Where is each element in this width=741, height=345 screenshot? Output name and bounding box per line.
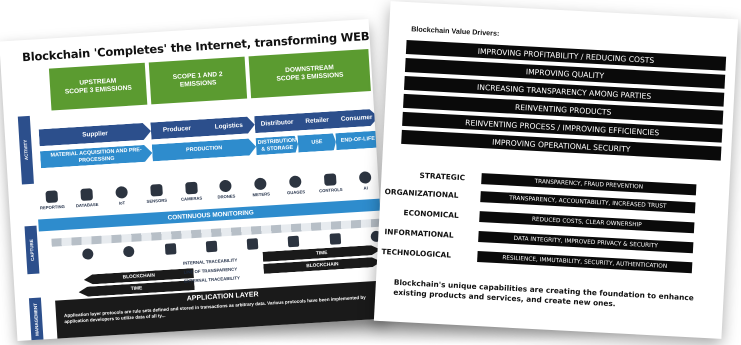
category-value-bar: REDUCED COSTS, CLEAR OWNERSHIP: [479, 211, 695, 234]
cameras-icon: CAMERAS: [178, 181, 205, 202]
truck-icon: [246, 238, 259, 250]
guages-icon: GUAGES: [282, 175, 309, 196]
end-of-life-step: END-OF-LIFE: [335, 131, 380, 151]
category-value-bar: TRANSPARENCY, ACCOUNTABILITY, INCREASED …: [480, 191, 696, 214]
right-value-drivers-page: Blockchain Value Drivers: IMPROVING PROF…: [373, 1, 739, 339]
management-side-label: MANAGEMENT: [28, 297, 44, 342]
controls-icon: CONTROLS: [317, 173, 344, 194]
category-label: ECONOMICAL: [403, 208, 459, 220]
use-step: USE: [297, 133, 336, 152]
info-icon: [81, 248, 94, 260]
iot-icon: IoT: [108, 186, 135, 207]
activity-side-label: ACTIVITY: [17, 115, 34, 185]
material-acquisition-step: MATERIAL ACQUISITION AND PRE-PROCESSING: [40, 144, 153, 168]
weight-icon: [329, 233, 341, 245]
sensors-icon: SENSORS: [143, 183, 170, 204]
supplier-stage: Supplier: [39, 122, 152, 146]
weight-icon: [205, 240, 218, 253]
capture-side-label: CAPTURE: [24, 225, 40, 275]
category-label: STRATEGIC: [419, 170, 466, 183]
category-label: INFORMATIONAL: [384, 227, 454, 240]
line-of-transparency-label: LINE OF TRANSPARENCY: [183, 266, 238, 275]
distribution-stage: Distributor Retailer Consumer: [254, 109, 379, 134]
database-icon: DATABASE: [73, 188, 100, 209]
ai-icon: AI: [352, 171, 379, 192]
reporting-icon: REPORTING: [38, 190, 65, 211]
category-label: TECHNOLOGICAL: [381, 246, 452, 260]
category-value-bar: DATA INTEGRITY, IMPROVED PRIVACY & SECUR…: [478, 231, 694, 254]
drones-icon: DRONES: [212, 179, 239, 200]
production-step: PRODUCTION: [152, 138, 257, 161]
meters-icon: METERS: [247, 177, 274, 198]
value-drivers-title: Blockchain Value Drivers:: [410, 24, 500, 38]
location-icon: [164, 243, 177, 255]
category-value-bar: RESILIENCE, IMMUTABILITY, SECURITY, AUTH…: [477, 251, 693, 274]
info-icon: [123, 245, 135, 258]
value-drivers-footer: Blockchain's unique capabilities are cre…: [393, 277, 694, 309]
category-label: ORGANIZATIONAL: [384, 187, 459, 200]
internal-traceability-label: INTERNAL TRACEABILITY: [182, 257, 238, 266]
distribution-storage-step: DISTRIBUTION & STORAGE: [256, 136, 299, 156]
producer-logistics-stage: Producer Logistics: [150, 116, 255, 139]
left-infographic-page: Blockchain 'Completes' the Internet, tra…: [0, 18, 387, 342]
location-icon: [288, 235, 300, 248]
